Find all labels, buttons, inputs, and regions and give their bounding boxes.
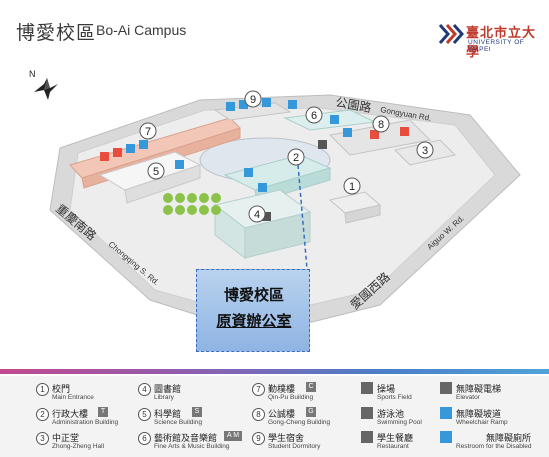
map-legend: 1 校門 Main Entrance 2 行政大樓 T Administrati… bbox=[0, 376, 549, 457]
swimming-pool-icon bbox=[361, 407, 373, 419]
page-subtitle: Bo-Ai Campus bbox=[96, 22, 187, 38]
building-number-9: 9 bbox=[250, 94, 256, 106]
legend-divider bbox=[0, 369, 549, 374]
facility-icons bbox=[100, 98, 409, 221]
legend-item-9: 9 學生宿舍 Student Dormitory bbox=[252, 430, 352, 456]
street-gongyuan-zh: 公園路 bbox=[334, 94, 372, 115]
office-callout: 博愛校區 原資辦公室 bbox=[196, 269, 310, 352]
page-title: 博愛校區 bbox=[16, 22, 97, 44]
legend-facility-restroom: 無障礙廁所 Restroom for the Disabled bbox=[440, 430, 545, 456]
legend-facility-restaurant: 學生餐廳 Restaurant bbox=[361, 430, 441, 456]
legend-item-1: 1 校門 Main Entrance bbox=[36, 381, 136, 407]
legend-facility-elevator: 無障礙電梯 Elevator bbox=[440, 381, 545, 407]
sports-field-icon bbox=[361, 382, 373, 394]
university-logo-icon bbox=[438, 24, 464, 44]
campus-map: N bbox=[29, 69, 521, 336]
restaurant-icon bbox=[361, 431, 373, 443]
legend-item-2: 2 行政大樓 T Administration Building bbox=[36, 406, 136, 432]
building-number-5: 5 bbox=[153, 166, 159, 178]
legend-facility-swimming-pool: 游泳池 Swimming Pool bbox=[361, 406, 441, 432]
restroom-disabled-icon bbox=[440, 431, 452, 443]
wheelchair-ramp-icon bbox=[440, 407, 452, 419]
building-number-8: 8 bbox=[378, 119, 384, 131]
office-callout-line1: 博愛校區 bbox=[223, 286, 284, 304]
building-number-3: 3 bbox=[422, 145, 428, 157]
legend-item-8: 8 公誠樓 G Gong-Cheng Building bbox=[252, 406, 352, 432]
legend-item-7: 7 勤樸樓 C Qin-Pu Building bbox=[252, 381, 352, 407]
office-leader-line bbox=[297, 164, 308, 270]
tree-group bbox=[163, 193, 221, 215]
university-name: 臺北市立大學 bbox=[466, 26, 537, 60]
legend-item-5: 5 科學館 S Science Building bbox=[138, 406, 248, 432]
building-number-7: 7 bbox=[145, 126, 151, 138]
compass-icon bbox=[34, 78, 58, 100]
building-number-4: 4 bbox=[254, 209, 260, 221]
building-number-1: 1 bbox=[349, 181, 355, 193]
legend-item-3: 3 中正堂 Zhong-Zheng Hall bbox=[36, 430, 136, 456]
office-callout-line2: 原資辦公室 bbox=[216, 312, 292, 330]
legend-facility-wheelchair-ramp: 無障礙坡道 Wheelchair Ramp bbox=[440, 406, 545, 432]
university-name-en: UNIVERSITY OF TAIPEI bbox=[468, 39, 525, 53]
legend-item-4: 4 圖書館 Library bbox=[138, 381, 248, 407]
elevator-icon bbox=[440, 382, 452, 394]
building-number-2: 2 bbox=[293, 152, 299, 164]
legend-item-6: 6 藝術館及音樂館 A M Fine Arts & Music Building bbox=[138, 430, 248, 456]
building-number-6: 6 bbox=[311, 110, 317, 122]
legend-facility-sports-field: 操場 Sports Field bbox=[361, 381, 441, 407]
compass-north-label: N bbox=[29, 69, 36, 79]
